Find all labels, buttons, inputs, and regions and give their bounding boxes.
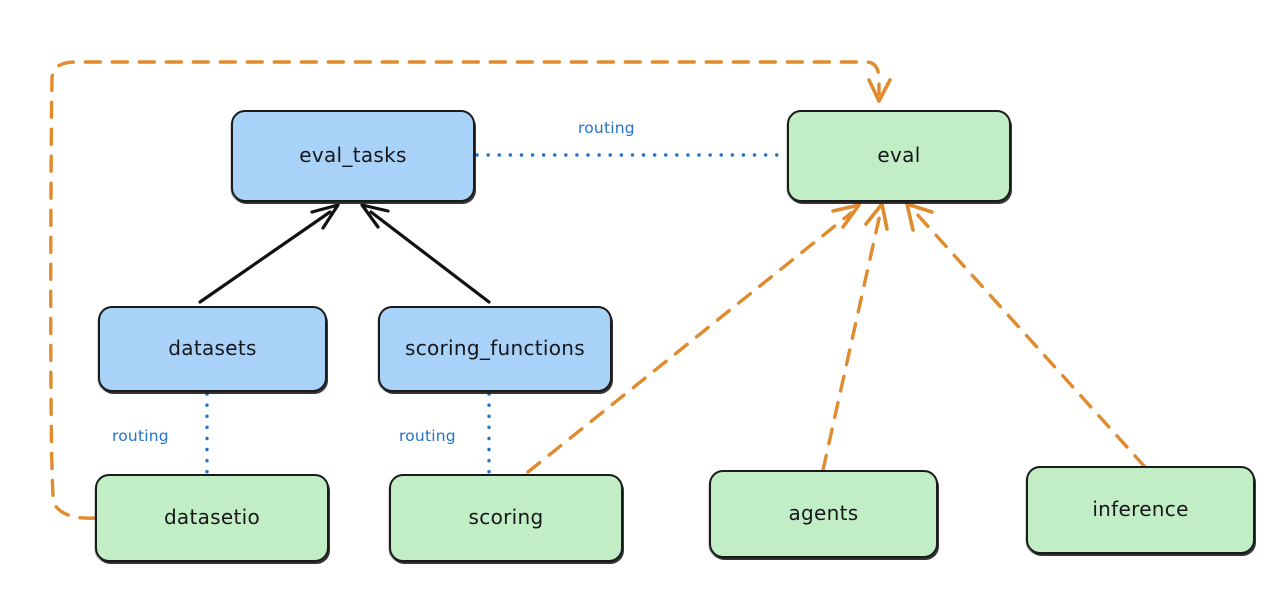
node-inference[interactable]: inference xyxy=(1026,466,1255,554)
node-label-scoring_functions: scoring_functions xyxy=(404,336,586,360)
edge-datasets-to-eval_tasks xyxy=(198,203,340,304)
edge-scoring-to-eval xyxy=(526,203,861,474)
node-label-datasets: datasets xyxy=(168,336,257,360)
edge-scoring_functions-to-eval_tasks xyxy=(360,203,491,304)
node-label-inference: inference xyxy=(1092,497,1189,521)
node-scoring_functions[interactable]: scoring_functions xyxy=(378,306,612,392)
node-label-agents: agents xyxy=(788,501,859,525)
edge-agents-to-eval xyxy=(821,202,889,472)
node-label-datasetio: datasetio xyxy=(163,505,261,529)
edge-datasetio-to-eval xyxy=(49,60,892,520)
edge-label-routing-eval_tasks-eval: routing xyxy=(578,119,635,137)
node-label-scoring: scoring xyxy=(468,505,544,529)
node-scoring[interactable]: scoring xyxy=(389,474,623,562)
edge-label-routing-scoring_functions-scoring: routing xyxy=(399,427,456,445)
node-eval_tasks[interactable]: eval_tasks xyxy=(231,110,475,202)
node-eval[interactable]: eval xyxy=(787,110,1011,202)
node-label-eval: eval xyxy=(877,143,921,167)
edge-label-routing-datasets-datasetio: routing xyxy=(112,427,169,445)
node-label-eval_tasks: eval_tasks xyxy=(299,143,407,167)
node-agents[interactable]: agents xyxy=(709,470,938,558)
edge-inference-to-eval xyxy=(905,202,1147,469)
node-datasets[interactable]: datasets xyxy=(98,306,327,392)
node-datasetio[interactable]: datasetio xyxy=(95,474,329,562)
